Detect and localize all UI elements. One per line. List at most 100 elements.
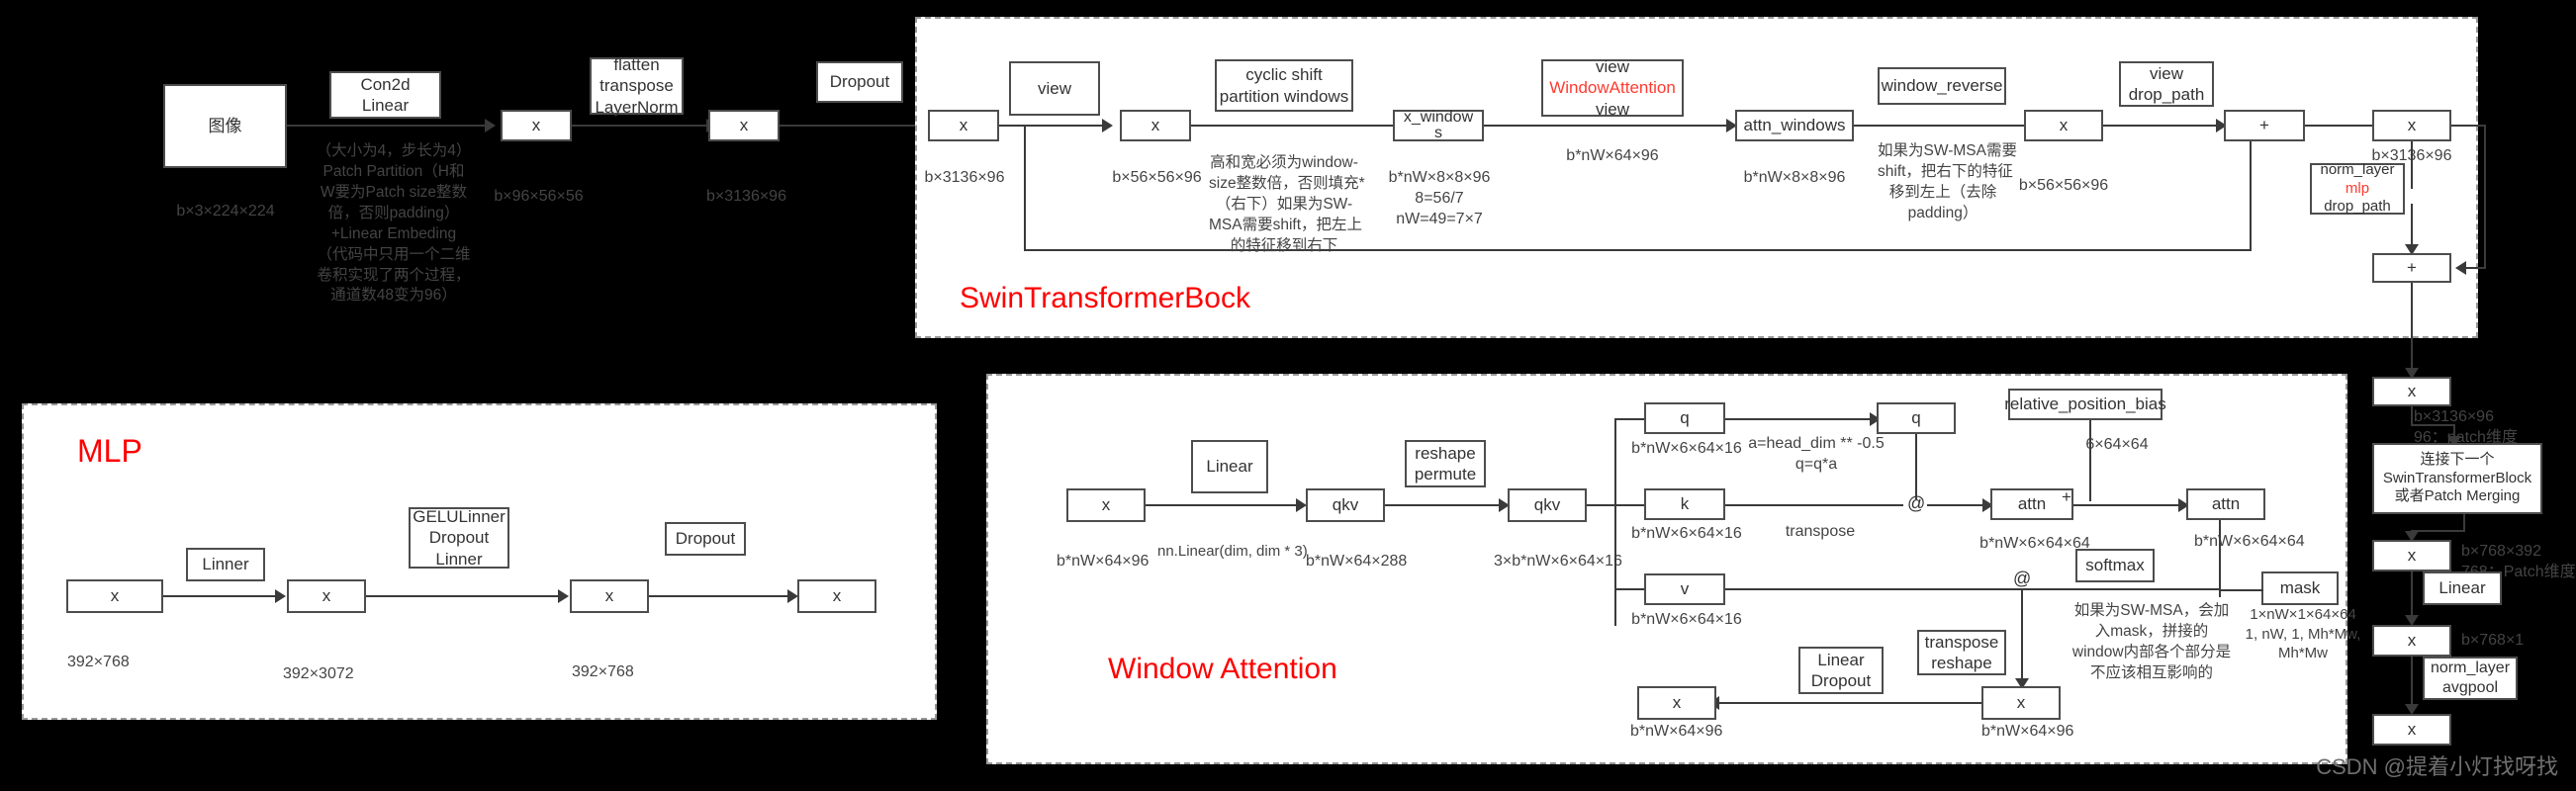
qkv2-dim: 3×b*nW×6×64×16 — [1494, 553, 1622, 570]
attn-windows-box: attn_windows — [1735, 110, 1854, 141]
matmul-op-1: @ — [1907, 493, 1926, 513]
mlp-x-final-label: x — [832, 586, 842, 606]
qkv1-dim: b*nW×64×288 — [1306, 553, 1408, 570]
wa-x-in-dim: b*nW×64×96 — [1057, 553, 1150, 570]
view-droppath-label: view drop_path — [2128, 63, 2205, 104]
xmid-skip-down — [2484, 125, 2486, 268]
x-reverse-box: x — [2024, 110, 2103, 141]
wa-linear-label: Linear — [1206, 457, 1253, 477]
branch-k — [1614, 504, 1652, 506]
arrow-mlpx-to-hidden — [275, 589, 286, 603]
window-attention-title: Window Attention — [1108, 653, 1337, 685]
mask-note: 如果为SW-MSA，会加 入mask，拼接的 window内部各个部分是 不应该… — [2071, 602, 2232, 681]
mask-dim: 1×nW×1×64×64 1, nW, 1, Mh*Mw, Mh*Mw — [2245, 606, 2361, 661]
tail-x-out-across — [2411, 424, 2455, 426]
attn1-label: attn — [2017, 494, 2047, 514]
matmul-op-2: @ — [2013, 569, 2032, 588]
arrow-qkv1-to-qkv2 — [1499, 498, 1510, 512]
swin-block-title: SwinTransformerBock — [960, 282, 1250, 314]
matmul2-down — [2021, 588, 2023, 682]
wa-x-out-box: x — [1637, 686, 1716, 720]
x-window-dim: b*nW×8×8×96 8=56/7 nW=49=7×7 — [1388, 169, 1491, 227]
cyclic-shift-label: cyclic shift partition windows — [1219, 65, 1349, 106]
q-dim: b*nW×6×64×16 — [1631, 440, 1742, 457]
transpose-note: transpose — [1785, 523, 1856, 540]
transpose-reshape-label: transpose reshape — [1924, 632, 1999, 672]
image-dim-caption: b×3×224×224 — [176, 203, 275, 220]
connector-k-to-matmul — [1725, 504, 1903, 506]
arrow-x768-to-x7681 — [2405, 615, 2419, 626]
wa-linear-box: Linear — [1191, 440, 1268, 493]
tail-x-out-down — [2411, 406, 2413, 426]
connector-matmul-to-attn1 — [1927, 504, 1988, 506]
drop-path-line: drop_path — [2324, 198, 2391, 216]
swin-x-in-label: x — [959, 116, 968, 135]
patch-partition-note: （大小为4，步长为4） Patch Partition（H和 W要为Patch … — [316, 142, 472, 305]
qkv-split-stub — [1587, 504, 1616, 506]
connector-qkv1-to-qkv2 — [1385, 504, 1504, 506]
xmid-down2 — [2411, 204, 2413, 248]
swin-x-view-box: x — [1120, 110, 1191, 141]
arrow-out-to-final — [787, 589, 798, 603]
add-op-rpb: + — [2062, 487, 2071, 506]
attn-windows-label: attn_windows — [1743, 116, 1846, 135]
wa-x-in-label: x — [1101, 495, 1111, 515]
attn1-dim: b*nW×6×64×64 — [1979, 535, 2090, 552]
attn-windows-dim: b*nW×8×8×96 — [1743, 169, 1846, 186]
tail-x-out-box: x — [2372, 377, 2451, 406]
q-box: q — [1644, 402, 1725, 434]
gelu-dropout-linner-box: GELULinner Dropout Linner — [409, 507, 509, 569]
connector-q-to-qscaled — [1725, 418, 1876, 420]
x-768-label: x — [2407, 546, 2417, 566]
residual-add-1: + — [2224, 110, 2305, 141]
tail-linear-label: Linear — [2438, 578, 2486, 598]
mlp-x-hidden-box: x — [287, 579, 366, 613]
swin-x-view-label: x — [1150, 116, 1160, 135]
relative-position-bias-box: relative_position_bias — [2004, 389, 2166, 420]
x-window-box: x_window s — [1393, 110, 1484, 141]
wa-line1: view — [1595, 57, 1629, 77]
scale-note: a=head_dim ** -0.5 q=q*a — [1748, 435, 1885, 473]
arrow-matmul-to-attn1 — [1982, 498, 1993, 512]
attn-edge-dim: b*nW×64×96 — [1566, 147, 1659, 164]
connector-x7681-to-final — [2411, 657, 2413, 708]
connector-wax-to-qkv1 — [1146, 504, 1302, 506]
x-768-1-box: x — [2372, 625, 2451, 657]
mlp-linner-box: Linner — [186, 548, 265, 581]
wa-x-out-label: x — [1672, 693, 1682, 713]
x-window-label: x_window s — [1403, 109, 1474, 141]
branch-q — [1614, 418, 1652, 420]
wa-line3: view — [1595, 99, 1629, 119]
gelu-box-label: GELULinner Dropout Linner — [413, 507, 506, 569]
qkv1-box: qkv — [1306, 488, 1385, 522]
connector-x768-to-x7681 — [2411, 571, 2413, 619]
connector-attn1-to-attn2 — [2073, 504, 2184, 506]
cyclic-shift-note: 高和宽必须为window- size整数倍，否则填充* （右下）如果为SW- M… — [1209, 154, 1365, 254]
qkv2-label: qkv — [1533, 495, 1561, 515]
wa-x-in-box: x — [1066, 488, 1146, 522]
mlp-x-in-label: x — [110, 586, 120, 606]
connector-v-to-matmul2 — [1725, 588, 2220, 590]
image-box: 图像 — [163, 84, 287, 168]
x-reverse-dim: b×56×56×96 — [2018, 177, 2109, 194]
connector-out-to-final — [649, 595, 795, 597]
wa-linear-dropout-label: Linear Dropout — [1810, 650, 1872, 690]
residual-add-1-label: + — [2259, 116, 2269, 135]
connector-image-to-x1 — [287, 125, 485, 127]
arrow-q-to-qscaled — [1870, 412, 1881, 426]
softmax-box: softmax — [2075, 549, 2155, 582]
tail-to-next-down — [2453, 424, 2455, 440]
attn2-dim: b*nW×6×64×64 — [2194, 533, 2305, 550]
mlp-x-out-box: x — [570, 579, 649, 613]
connector-x2-to-swin — [780, 125, 928, 127]
x2-label: x — [739, 116, 749, 135]
xmid-down — [2411, 141, 2413, 189]
x-768-box: x — [2372, 540, 2451, 571]
connector-xview-to-xwindow — [1191, 125, 1402, 127]
arrow-plus2-to-xout — [2405, 368, 2419, 379]
window-attention-call-box: view WindowAttention view — [1541, 57, 1684, 119]
branch-v — [1614, 588, 1652, 590]
connector-mlpx-to-hidden — [163, 595, 282, 597]
mask-line — [2219, 589, 2263, 591]
